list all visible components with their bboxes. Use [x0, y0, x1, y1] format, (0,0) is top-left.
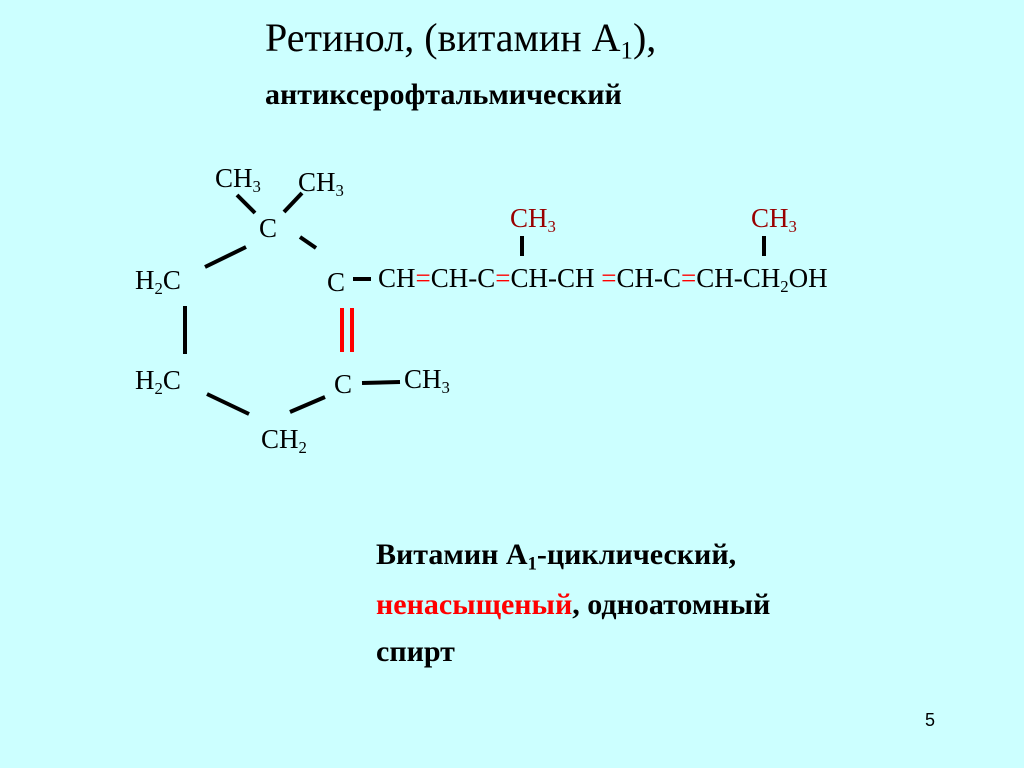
ch2-bottom: CH2	[261, 424, 307, 458]
bond-ch2-c	[289, 395, 326, 414]
description-line-2: ненасыщеный, одноатомный	[376, 588, 771, 621]
description-line-1: Витамин А1-циклический,	[376, 538, 737, 575]
description-line-3: спирт	[376, 635, 455, 668]
bond-h2c-ch2	[206, 392, 250, 416]
ch3-ring: CH3	[404, 364, 450, 398]
bond-c-ch3-ring	[361, 380, 401, 385]
bond-c-c-right	[298, 235, 318, 250]
bond-c-ch3-right	[282, 191, 304, 214]
bond-c-h2c-upper	[204, 245, 247, 269]
slide-title: Ретинол, (витамин А1),	[265, 15, 657, 65]
h2c-upper: H2C	[135, 265, 181, 299]
chain-ch3-1: CH3	[510, 203, 556, 237]
ch3-top-right: CH3	[298, 167, 344, 201]
h2c-lower: H2C	[135, 365, 181, 399]
page-number: 5	[925, 710, 936, 730]
slide-subtitle: антиксерофтальмический	[265, 78, 622, 111]
c-ring-upper: C	[327, 267, 346, 297]
c-ring-lower: C	[334, 369, 353, 399]
chain-ch3-2: CH3	[751, 203, 797, 237]
ch3-top-left: CH3	[215, 163, 261, 197]
bond-c-ch3-left	[235, 193, 257, 215]
polyene-chain: CH=CH-C=CH-CH =CH-C=CH-CH2OH	[378, 263, 828, 297]
c-quaternary: C	[259, 213, 278, 243]
